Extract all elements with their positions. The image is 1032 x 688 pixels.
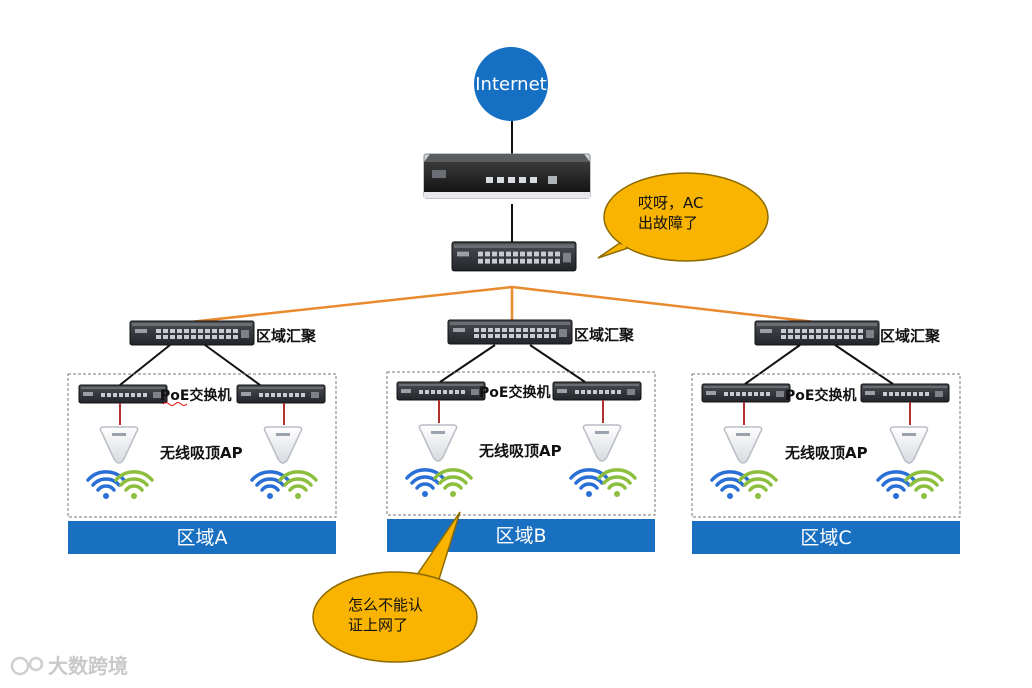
wifi-green-icon	[597, 468, 637, 499]
spellcheck-underline-a	[162, 402, 188, 406]
aggregation-switch-b	[447, 319, 573, 345]
watermark-logo-icon	[10, 656, 30, 676]
zone-a-bar	[68, 521, 336, 554]
ac-fault-text-line1: 哎呀，AC	[638, 194, 703, 212]
aggregation-switch-a	[129, 320, 255, 346]
ac-fault-callout: 哎呀，AC 出故障了	[597, 172, 769, 262]
watermark: 大数跨境	[10, 654, 128, 678]
zone-c-name: 区域C	[800, 527, 851, 549]
ceiling-ap-b1	[418, 424, 458, 462]
zone-b-boundary	[386, 371, 656, 516]
wifi-green-icon	[114, 470, 154, 501]
zone-a-boundary	[67, 373, 337, 518]
auth-fail-text-line1: 怎么不能认	[348, 596, 423, 614]
watermark-text: 大数跨境	[48, 654, 128, 678]
ceiling-ap-c2	[889, 426, 929, 464]
wifi-green-icon	[738, 470, 778, 501]
internet-label: Internet	[475, 74, 546, 95]
poe-switch-b1	[396, 381, 486, 401]
poe-switch-c2	[860, 383, 950, 403]
poe-label-a: PoE交换机	[160, 387, 231, 404]
aggregation-label-c: 区域汇聚	[880, 327, 941, 345]
wifi-green-icon	[433, 468, 473, 499]
ap-label-c: 无线吸顶AP	[784, 444, 868, 462]
poe-switch-b2	[552, 381, 642, 401]
ceiling-ap-b2	[582, 424, 622, 462]
aggregation-label-b: 区域汇聚	[574, 326, 635, 344]
core-switch	[451, 241, 577, 272]
ceiling-ap-c1	[723, 426, 763, 464]
aggregation-label-a: 区域汇聚	[256, 327, 317, 345]
poe-label-b: PoE交换机	[479, 384, 550, 401]
poe-switch-c1	[701, 383, 791, 403]
zone-c-boundary	[691, 373, 961, 518]
zone-c-bar	[692, 521, 960, 554]
zone-a-name: 区域A	[177, 527, 228, 549]
aggregation-switch-c	[754, 320, 880, 346]
poe-label-c: PoE交换机	[785, 387, 856, 404]
auth-fail-text-line2: 证上网了	[348, 616, 408, 634]
wifi-green-icon	[278, 470, 318, 501]
ap-label-a: 无线吸顶AP	[159, 444, 243, 462]
internet-node: Internet	[474, 47, 548, 121]
auth-fail-callout: 怎么不能认 证上网了	[312, 511, 478, 663]
ac-gateway-device	[423, 153, 591, 199]
zone-b-bar	[387, 519, 655, 552]
ap-label-b: 无线吸顶AP	[478, 442, 562, 460]
poe-switch-a1	[78, 384, 168, 404]
zone-b: 区域汇聚 PoE交换机 无线吸顶AP 区域B	[386, 319, 656, 552]
zone-b-name: 区域B	[495, 525, 546, 547]
zone-a: 区域汇聚 PoE交换机 无线吸顶AP 区域A	[67, 320, 337, 554]
uplink-zone-a	[189, 285, 513, 324]
zone-c: 区域汇聚 PoE交换机 无线吸顶AP 区域C	[691, 320, 961, 554]
internet-circle	[474, 47, 548, 121]
ceiling-ap-a2	[263, 426, 303, 464]
ac-fault-text-line2: 出故障了	[638, 214, 698, 232]
uplink-zone-c	[511, 285, 816, 324]
ceiling-ap-a1	[99, 426, 139, 464]
wifi-green-icon	[904, 470, 944, 501]
poe-switch-a2	[236, 384, 326, 404]
